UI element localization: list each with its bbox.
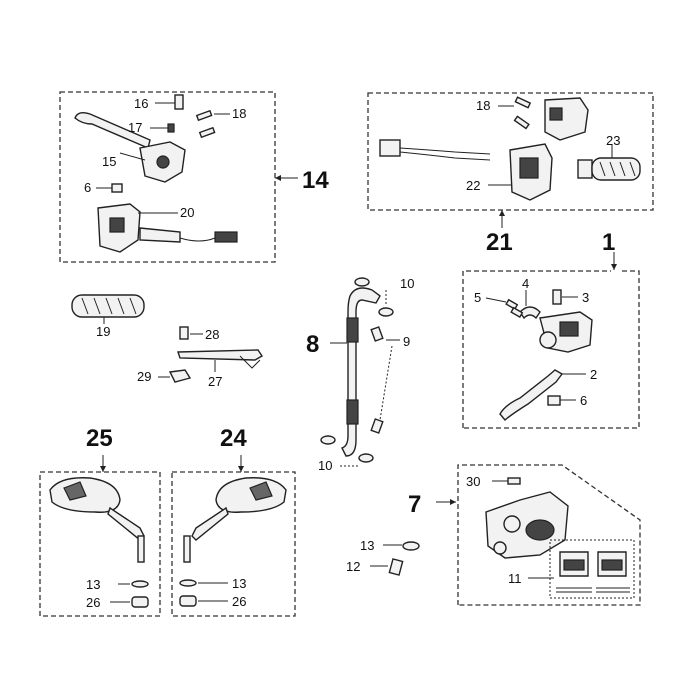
- bolt-28: [179, 326, 203, 340]
- callout-17: 17: [128, 120, 142, 135]
- callout-6: 6: [84, 180, 91, 195]
- bolt-3: [552, 289, 578, 305]
- callout-26-b: 26: [232, 594, 246, 609]
- group-21-label: 21: [486, 229, 513, 256]
- callout-16: 16: [134, 96, 148, 111]
- screw-17: [167, 123, 175, 133]
- callout-15: 15: [102, 154, 116, 169]
- switch-housing-20: [97, 203, 238, 253]
- caliper: [485, 491, 569, 559]
- grip-19: [71, 294, 145, 324]
- group-14-label: 14: [302, 167, 329, 194]
- screws-18-b: [498, 96, 532, 130]
- switch-6: [111, 183, 123, 193]
- group-24-box: [171, 455, 296, 617]
- callout-3: 3: [582, 290, 589, 305]
- group-14-box: [59, 91, 298, 263]
- screws-18: [195, 109, 230, 139]
- callout-22: 22: [466, 178, 480, 193]
- callout-30: 30: [466, 474, 480, 489]
- callout-2: 2: [590, 367, 597, 382]
- callout-23: 23: [606, 133, 620, 148]
- banjo-bolts-9: [370, 326, 400, 434]
- callout-13: 13: [360, 538, 374, 553]
- callout-18-b: 18: [476, 98, 490, 113]
- bolt-12-washer-13: [370, 541, 420, 576]
- callout-11: 11: [508, 571, 522, 586]
- group-7-box: [436, 464, 641, 606]
- switch-6-b: [547, 395, 576, 406]
- callout-19: 19: [96, 324, 110, 339]
- pads-11: [528, 539, 635, 599]
- switch-housing-22: [488, 143, 553, 201]
- washers-10: [320, 277, 394, 467]
- lever-2: [499, 369, 586, 421]
- brake-hose: [330, 287, 381, 457]
- brake-lever-left: [74, 111, 151, 149]
- master-cylinder: [539, 311, 593, 353]
- callout-26: 26: [86, 595, 100, 610]
- callout-20: 20: [180, 205, 194, 220]
- callout-9: 9: [403, 334, 410, 349]
- bleed-screw-30: [492, 477, 521, 485]
- callout-5: 5: [474, 290, 481, 305]
- bolt-16: [174, 94, 184, 110]
- group-21-box: [367, 92, 654, 228]
- callout-18: 18: [232, 106, 246, 121]
- group-25-label: 25: [86, 425, 113, 452]
- clip-29: [158, 369, 192, 383]
- callout-28: 28: [205, 327, 219, 342]
- group-25-box: [39, 455, 161, 617]
- mirror-left: [49, 477, 149, 608]
- group-7-label: 7: [408, 491, 421, 518]
- housing-bolt: [156, 155, 170, 169]
- callout-27: 27: [208, 374, 222, 389]
- group-8-label: 8: [306, 331, 319, 358]
- grip-23: [577, 145, 641, 181]
- switch-housing-top: [544, 97, 589, 141]
- callout-29: 29: [137, 369, 151, 384]
- wire-harness: [379, 139, 491, 161]
- callout-6-b: 6: [580, 393, 587, 408]
- callout-10-top: 10: [400, 276, 414, 291]
- parts-4-5: [485, 290, 541, 320]
- rod-27: [177, 349, 263, 372]
- callout-13-b: 13: [86, 577, 100, 592]
- callout-13-c: 13: [232, 576, 246, 591]
- callout-12: 12: [346, 559, 360, 574]
- callout-4: 4: [522, 276, 529, 291]
- group-24-label: 24: [220, 425, 247, 452]
- mirror-right: [179, 477, 287, 607]
- group-1-label: 1: [602, 229, 615, 256]
- callout-10-bottom: 10: [318, 458, 332, 473]
- group-1-box: [462, 252, 640, 429]
